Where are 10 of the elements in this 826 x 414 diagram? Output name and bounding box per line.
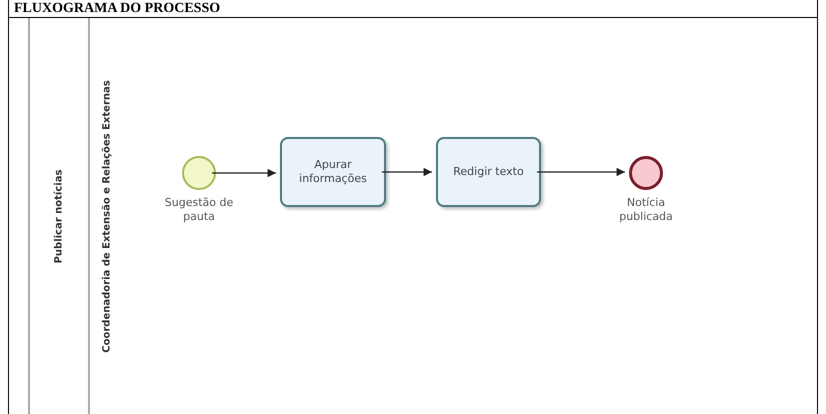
sequence-arrow [537,168,625,176]
lane-label: Coordenadoria de Extensão e Relações Externas [100,80,114,352]
task-box: Apurar informações [280,137,386,207]
sequence-arrow [382,168,432,176]
sequence-arrow [212,168,276,178]
pool-label: Publicar notícias [52,169,66,263]
event-caption: Notícia publicada [618,196,674,224]
event-caption: Sugestão de pauta [164,196,234,224]
diagram-title: FLUXOGRAMA DO PROCESSO [14,0,220,17]
task-box: Redigir texto [436,137,541,207]
